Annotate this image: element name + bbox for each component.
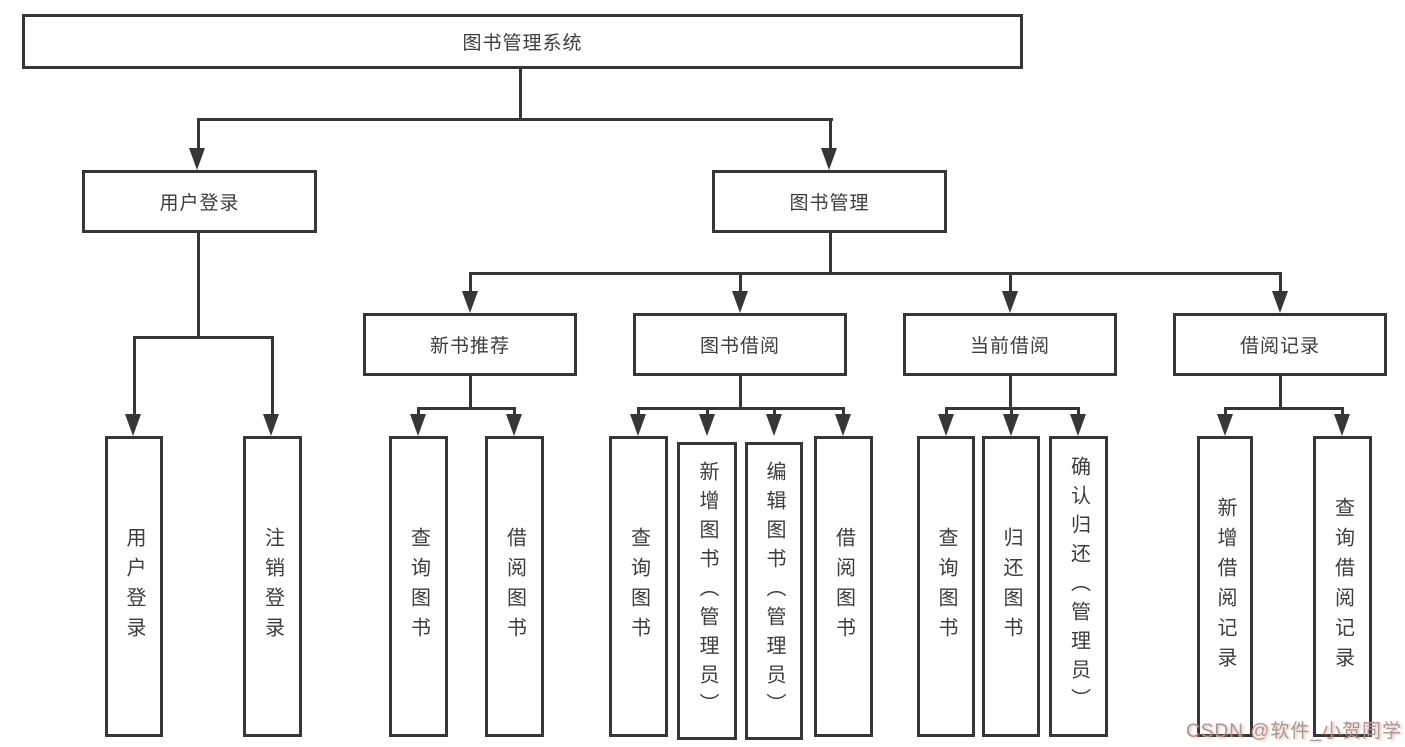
arrowhead-down-icon: [1070, 414, 1086, 436]
connector-mgmt-drop-1: [469, 272, 472, 293]
connector-root-left-drop: [197, 118, 200, 151]
connector-drop: [637, 407, 640, 416]
connector-drop: [706, 407, 709, 416]
arrowhead-down-icon: [1003, 414, 1019, 436]
arrowhead-down-icon: [938, 414, 954, 436]
connector-drop: [1341, 407, 1344, 416]
arrowhead-down-icon: [410, 414, 426, 436]
arrowhead-down-icon: [189, 148, 205, 170]
arrowhead-down-icon: [506, 414, 522, 436]
csdn-watermark: CSDN @软件_小贺同学: [1186, 721, 1402, 742]
node-label: 新书推荐: [429, 336, 510, 357]
node-logout: 注销登录: [243, 436, 302, 737]
connector-root-stem: [519, 69, 522, 120]
node-label: 借阅记录: [1239, 336, 1320, 357]
connector-login-bar: [133, 336, 274, 339]
arrowhead-down-icon: [821, 148, 837, 170]
connector-mgmt-drop-4: [1279, 272, 1282, 293]
node-label: 用户登录: [159, 193, 240, 214]
node-user-login-leaf: 用户登录: [105, 436, 163, 737]
node-label: 图书管理系统: [462, 33, 583, 54]
connector-drop: [842, 407, 845, 416]
connector-drop: [513, 407, 516, 416]
connector-mgmt-stem: [829, 233, 832, 274]
connector-login-left-drop: [133, 336, 136, 416]
arrowhead-down-icon: [125, 414, 141, 436]
node-borrow-books-borrow: 借阅图书: [814, 436, 873, 737]
node-query-books-borrow: 查询图书: [609, 436, 668, 737]
node-add-borrow-record: 新增借阅记录: [1197, 436, 1253, 737]
connector-records-stem: [1279, 376, 1282, 410]
connector-login-stem: [197, 233, 200, 338]
connector-borrow-bar: [637, 407, 845, 410]
node-label: 查询图书: [935, 526, 957, 647]
node-label: 归还图书: [1000, 526, 1022, 647]
node-label: 用户登录: [123, 526, 145, 647]
node-label: 确认归还（管理员）: [1067, 456, 1090, 717]
connector-mgmt-bar: [469, 272, 1282, 275]
connector-drop: [945, 407, 948, 416]
arrowhead-down-icon: [630, 414, 646, 436]
node-library-management-system: 图书管理系统: [22, 14, 1023, 69]
node-label: 借阅图书: [503, 526, 526, 647]
connector-drop: [1077, 407, 1080, 416]
node-label: 编辑图书（管理员）: [763, 460, 785, 722]
node-user-login: 用户登录: [82, 170, 317, 233]
node-current-borrow: 当前借阅: [903, 313, 1117, 376]
node-label: 查询借阅记录: [1331, 496, 1354, 677]
connector-newbook-stem: [469, 376, 472, 410]
arrowhead-down-icon: [1272, 291, 1288, 313]
node-label: 新增图书（管理员）: [696, 460, 718, 722]
node-return-books: 归还图书: [982, 436, 1040, 737]
connector-drop: [1224, 407, 1227, 416]
node-label: 图书管理: [789, 193, 870, 214]
node-label: 查询图书: [627, 526, 650, 647]
arrowhead-down-icon: [1217, 414, 1233, 436]
arrowhead-down-icon: [732, 291, 748, 313]
node-borrow-records: 借阅记录: [1173, 313, 1387, 376]
arrowhead-down-icon: [766, 414, 782, 436]
node-book-borrow: 图书借阅: [633, 313, 847, 376]
node-query-books-newbook: 查询图书: [389, 436, 448, 737]
connector-root-bar: [197, 118, 833, 121]
node-edit-books-admin: 编辑图书（管理员）: [745, 442, 803, 740]
node-book-management: 图书管理: [712, 170, 947, 233]
node-new-book-recommend: 新书推荐: [363, 313, 577, 376]
node-label: 借阅图书: [832, 526, 855, 647]
arrowhead-down-icon: [699, 414, 715, 436]
connector-drop: [417, 407, 420, 416]
node-add-books-admin: 新增图书（管理员）: [677, 442, 737, 740]
node-label: 图书借阅: [699, 336, 780, 357]
arrowhead-down-icon: [462, 291, 478, 313]
connector-records-bar: [1224, 407, 1344, 410]
connector-newbook-bar: [417, 407, 516, 410]
connector-login-right-drop: [271, 336, 274, 416]
arrowhead-down-icon: [1002, 291, 1018, 313]
connector-current-stem: [1009, 376, 1012, 410]
arrowhead-down-icon: [835, 414, 851, 436]
connector-mgmt-drop-3: [1009, 272, 1012, 293]
node-label: 新增借阅记录: [1214, 496, 1236, 677]
node-confirm-return-admin: 确认归还（管理员）: [1049, 436, 1108, 737]
connector-root-right-drop: [829, 118, 832, 151]
connector-drop: [1010, 407, 1013, 416]
node-query-books-current: 查询图书: [917, 436, 975, 737]
node-borrow-books-newbook: 借阅图书: [485, 436, 544, 737]
connector-mgmt-drop-2: [739, 272, 742, 293]
node-query-borrow-record: 查询借阅记录: [1313, 436, 1372, 737]
node-label: 注销登录: [261, 526, 284, 647]
connector-borrow-stem: [739, 376, 742, 410]
connector-drop: [773, 407, 776, 416]
arrowhead-down-icon: [263, 414, 279, 436]
arrowhead-down-icon: [1334, 414, 1350, 436]
node-label: 当前借阅: [969, 336, 1050, 357]
node-label: 查询图书: [407, 526, 430, 647]
